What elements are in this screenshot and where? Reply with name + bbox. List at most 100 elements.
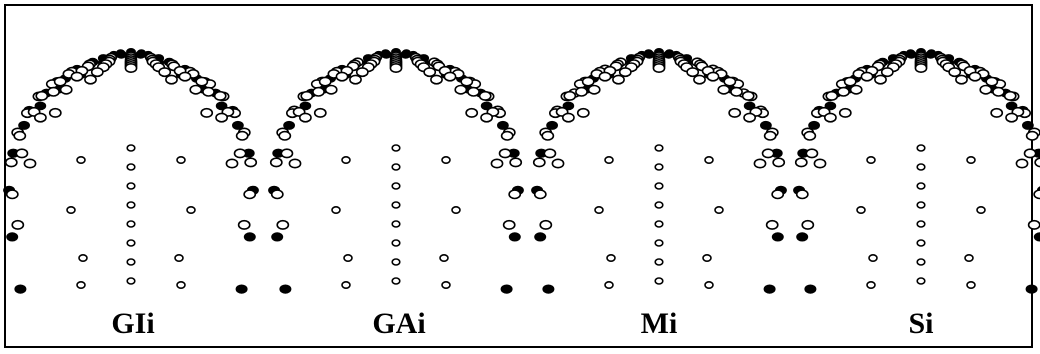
hollow-electrode-dot: [235, 130, 249, 141]
hollow-electrode-dot: [509, 157, 523, 168]
hollow-electrode-dot: [825, 90, 839, 101]
hollow-electrode-dot: [237, 219, 251, 230]
midline-electrode-dot: [916, 239, 926, 247]
midline-electrode-dot: [654, 201, 664, 209]
hollow-electrode-dot: [5, 189, 19, 200]
midline-electrode-dot: [391, 258, 401, 266]
hollow-electrode-dot: [730, 86, 743, 97]
hollow-electrode-dot: [765, 219, 779, 230]
hollow-electrode-dot: [874, 74, 887, 85]
hollow-electrode-dot: [772, 157, 786, 168]
filled-electrode-dot: [283, 120, 296, 130]
hollow-electrode-dot: [966, 156, 976, 165]
hollow-electrode-dot: [90, 67, 104, 78]
hollow-electrode-dot: [532, 157, 546, 168]
filled-electrode-dot: [18, 120, 31, 130]
hollow-electrode-dot: [213, 90, 227, 101]
midline-electrode-dot: [654, 163, 664, 171]
hollow-electrode-dot: [200, 107, 214, 118]
midline-electrode-dot: [391, 201, 401, 209]
filled-electrode-dot: [546, 120, 558, 130]
hollow-electrode-dot: [563, 90, 577, 101]
midline-electrode-dot: [916, 277, 926, 285]
hollow-electrode-dot: [702, 254, 712, 263]
hollow-electrode-dot: [598, 71, 612, 82]
hollow-electrode-dot: [341, 156, 351, 165]
hollow-electrode-dot: [576, 107, 590, 118]
hollow-electrode-dot: [838, 107, 852, 118]
hollow-electrode-dot: [4, 157, 18, 168]
hollow-electrode-dot: [478, 90, 492, 101]
hollow-electrode-dot: [966, 280, 976, 289]
hollow-electrode-dot: [575, 86, 588, 97]
hollow-electrode-dot: [430, 74, 443, 85]
hollow-electrode-dot: [985, 76, 999, 87]
hollow-electrode-dot: [581, 76, 595, 87]
hollow-electrode-dot: [441, 156, 451, 165]
panel-label-si: Si: [908, 307, 934, 340]
hollow-electrode-dot: [300, 90, 314, 101]
hollow-electrode-dot: [34, 112, 47, 123]
filled-electrode-dot: [796, 232, 809, 242]
hollow-electrode-dot: [225, 158, 239, 169]
hollow-electrode-dot: [843, 76, 857, 87]
hollow-electrode-dot: [968, 71, 982, 82]
hollow-electrode-dot: [53, 76, 67, 87]
filled-electrode-dot: [763, 284, 776, 294]
hollow-electrode-dot: [278, 130, 292, 141]
hollow-electrode-dot: [443, 71, 457, 82]
hollow-electrode-dot: [706, 71, 720, 82]
electrode-panel-gli: [3, 48, 259, 294]
hollow-electrode-dot: [324, 84, 338, 95]
hollow-electrode-dot: [124, 62, 138, 73]
hollow-electrode-dot: [349, 74, 362, 85]
hollow-electrode-dot: [59, 84, 73, 95]
hollow-electrode-dot: [551, 158, 565, 169]
hollow-electrode-dot: [84, 74, 97, 85]
hollow-electrode-dot: [313, 107, 327, 118]
hollow-electrode-dot: [604, 156, 614, 165]
hollow-electrode-dot: [312, 86, 325, 97]
filled-electrode-dot: [1033, 232, 1040, 242]
hollow-electrode-dot: [189, 84, 203, 95]
hollow-electrode-dot: [562, 112, 575, 123]
hollow-electrode-dot: [704, 280, 714, 289]
midline-electrode-dot: [654, 258, 664, 266]
hollow-electrode-dot: [849, 84, 863, 95]
hollow-electrode-dot: [717, 84, 731, 95]
hollow-electrode-dot: [508, 189, 522, 200]
hollow-electrode-dot: [728, 107, 742, 118]
hollow-electrode-dot: [195, 76, 209, 87]
filled-electrode-dot: [643, 50, 655, 59]
hollow-electrode-dot: [543, 148, 557, 159]
midline-electrode-dot: [916, 258, 926, 266]
hollow-electrode-dot: [66, 206, 76, 215]
electrode-panel-gai: [268, 48, 524, 294]
hollow-electrode-dot: [176, 280, 186, 289]
electrode-panel-mi: [531, 48, 787, 294]
hollow-electrode-dot: [202, 86, 215, 97]
hollow-electrode-dot: [35, 90, 49, 101]
hollow-electrode-dot: [1005, 112, 1018, 123]
hollow-electrode-dot: [880, 67, 894, 78]
hollow-electrode-dot: [992, 86, 1005, 97]
hollow-electrode-dot: [948, 67, 962, 78]
hollow-electrode-dot: [467, 86, 480, 97]
hollow-electrode-dot: [914, 62, 928, 73]
hollow-electrode-dot: [801, 219, 815, 230]
hollow-electrode-dot: [186, 206, 196, 215]
hollow-electrode-dot: [704, 156, 714, 165]
hollow-electrode-dot: [1003, 90, 1017, 101]
hollow-electrode-dot: [723, 76, 737, 87]
panel-label-gli: GIi: [111, 307, 155, 340]
midline-electrode-dot: [126, 144, 136, 152]
hollow-electrode-dot: [11, 219, 25, 230]
midline-electrode-dot: [126, 277, 136, 285]
hollow-electrode-dot: [1034, 157, 1040, 168]
filled-electrode-dot: [135, 50, 147, 59]
hollow-electrode-dot: [78, 254, 88, 263]
hollow-electrode-dot: [233, 148, 247, 159]
hollow-electrode-dot: [335, 71, 349, 82]
hollow-electrode-dot: [587, 84, 601, 95]
